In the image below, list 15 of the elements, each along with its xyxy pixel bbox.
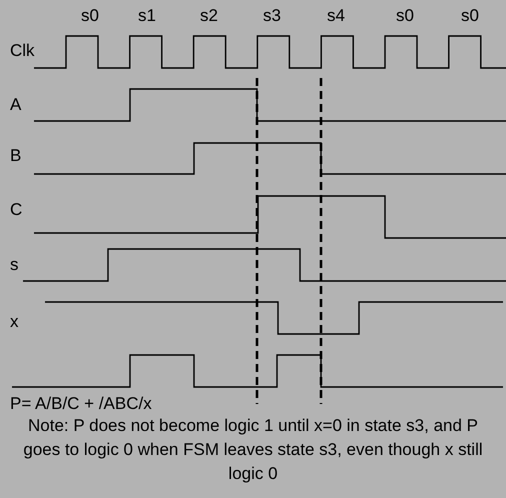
note-text: Note: P does not become logic 1 until x=0 in state s3, and P goes to logic 0 when FSM leaves state s3, even though x still logic 0 [22, 415, 484, 485]
state-label: s0 [81, 7, 99, 24]
state-label: s4 [327, 7, 345, 24]
equation: P= A/B/C + /ABC/x [10, 395, 152, 412]
signal-label: s [10, 256, 18, 273]
state-label: s1 [138, 7, 156, 24]
state-label: s0 [461, 7, 479, 24]
state-label: s3 [263, 7, 281, 24]
signal-label: C [10, 201, 22, 218]
signal-label: Clk [10, 42, 35, 59]
state-label: s2 [200, 7, 218, 24]
signal-label: x [10, 313, 18, 330]
signal-label: B [10, 147, 22, 164]
state-label: s0 [396, 7, 414, 24]
signal-label: A [10, 96, 22, 113]
